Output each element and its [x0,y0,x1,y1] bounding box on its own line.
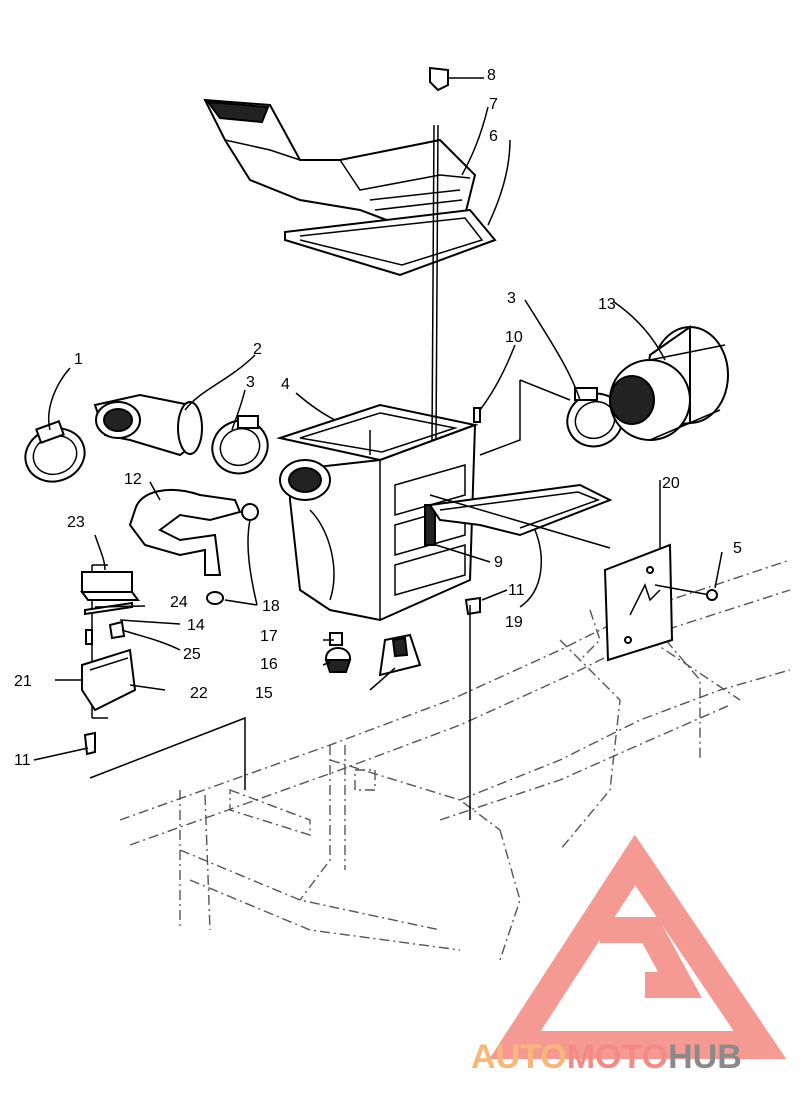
callout-23: 23 [67,514,85,531]
intake-elbow [93,393,203,457]
callout-7: 7 [489,96,498,113]
airbox-housing [276,403,479,622]
callout-11-left: 11 [14,752,31,769]
callout-19: 19 [505,614,523,631]
air-filter-element [609,325,729,441]
callout-21: 21 [14,673,32,690]
callout-17: 17 [260,628,278,645]
callout-13: 13 [598,296,616,313]
drain-valve [324,632,352,673]
vehicle-frame [119,559,791,961]
callout-labels: 1 2 3 3 4 5 6 7 8 9 10 11 11 12 13 14 15… [14,67,742,769]
callout-3-right: 3 [507,290,516,307]
callout-1: 1 [74,351,83,368]
callout-22: 22 [190,685,208,702]
callout-9: 9 [494,554,503,571]
hose-clamp-3-right [566,387,624,448]
relay-assembly [55,564,140,719]
filter-rod [424,66,449,546]
callout-2: 2 [253,341,262,358]
hose-clamp-3-left [211,415,269,475]
svg-text:AUTOMOTOHUB: AUTOMOTOHUB [471,1038,742,1076]
hose-clip-18 [206,591,224,605]
bolt-5 [654,584,718,601]
intake-duct [203,98,477,227]
side-cover-plate [603,543,674,662]
watermark-logo-icon [489,834,787,1059]
callout-3-left: 3 [246,374,255,391]
callout-24: 24 [170,594,188,611]
screw-11-left [83,731,96,756]
hose-clamp-1 [24,420,86,483]
mounting-bracket [378,633,422,677]
watermark-wordmark: AUTOMOTOHUB [471,1038,742,1076]
callout-16: 16 [260,656,278,673]
callout-12: 12 [124,471,142,488]
breather-hose [128,489,259,576]
callout-25: 25 [183,646,201,663]
callout-15: 15 [255,685,273,702]
screw-10 [473,407,481,423]
watermark-auto: AUTO [471,1038,567,1076]
callout-4: 4 [281,376,290,393]
callout-20: 20 [662,475,680,492]
screw-11-right [464,596,481,616]
lid-gasket [284,208,497,277]
filter-tray [428,483,613,537]
callout-10: 10 [505,329,523,346]
callout-6: 6 [489,128,498,145]
leader-lines [33,77,723,820]
watermark-moto: MOTO [567,1038,668,1076]
callout-8: 8 [487,67,496,84]
callout-11-right: 11 [508,582,525,599]
callout-18: 18 [262,598,280,615]
watermark-hub: HUB [668,1038,742,1076]
callout-14: 14 [187,617,205,634]
callout-5: 5 [733,540,742,557]
